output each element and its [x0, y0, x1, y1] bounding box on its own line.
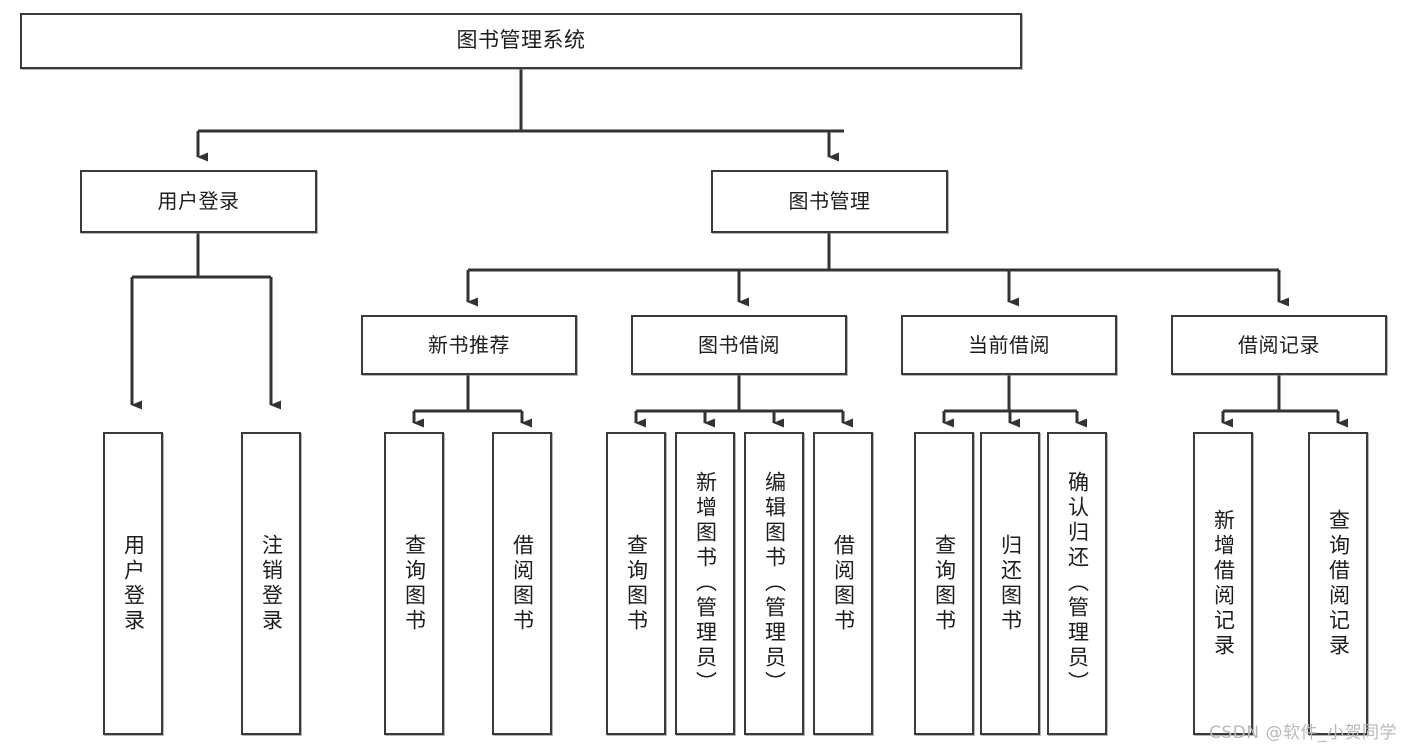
node-label: 查询图书 [932, 533, 957, 634]
leaf-book-borrow-borrow[interactable]: 借阅图书 [813, 432, 873, 735]
leaf-new-book-borrow[interactable]: 借阅图书 [492, 432, 552, 735]
node-label: 确认归还（管理员） [1065, 471, 1090, 696]
node-borrow-record[interactable]: 借阅记录 [1171, 315, 1387, 375]
leaf-current-borrow-confirm-admin[interactable]: 确认归还（管理员） [1047, 432, 1107, 735]
node-current-borrow[interactable]: 当前借阅 [901, 315, 1117, 375]
leaf-user-login-login[interactable]: 用户登录 [103, 432, 163, 735]
leaf-book-borrow-add-admin[interactable]: 新增图书（管理员） [675, 432, 735, 735]
leaf-current-borrow-query[interactable]: 查询图书 [914, 432, 974, 735]
node-label: 新增图书（管理员） [693, 471, 718, 696]
node-label: 借阅记录 [1238, 332, 1320, 357]
node-book-management[interactable]: 图书管理 [711, 170, 948, 233]
node-user-login[interactable]: 用户登录 [80, 170, 317, 233]
leaf-user-login-logout[interactable]: 注销登录 [241, 432, 301, 735]
leaf-current-borrow-return[interactable]: 归还图书 [980, 432, 1040, 735]
node-label: 注销登录 [259, 533, 284, 634]
leaf-borrow-record-query[interactable]: 查询借阅记录 [1308, 432, 1368, 735]
node-label: 新书推荐 [428, 332, 510, 357]
node-label: 查询图书 [624, 533, 649, 634]
node-label: 图书借阅 [698, 332, 780, 357]
node-label: 借阅图书 [831, 533, 856, 634]
node-label: 查询借阅记录 [1326, 508, 1351, 659]
node-label: 新增借阅记录 [1211, 508, 1236, 659]
node-book-borrow[interactable]: 图书借阅 [631, 315, 847, 375]
node-label: 借阅图书 [510, 533, 535, 634]
node-label: 用户登录 [157, 189, 240, 214]
node-label: 图书管理系统 [456, 28, 586, 53]
leaf-book-borrow-query[interactable]: 查询图书 [606, 432, 666, 735]
leaf-book-borrow-edit-admin[interactable]: 编辑图书（管理员） [744, 432, 804, 735]
node-label: 图书管理 [788, 189, 871, 214]
leaf-new-book-query[interactable]: 查询图书 [384, 432, 444, 735]
node-label: 查询图书 [402, 533, 427, 634]
node-label: 用户登录 [121, 533, 146, 634]
leaf-borrow-record-add[interactable]: 新增借阅记录 [1193, 432, 1253, 735]
node-new-book-recommend[interactable]: 新书推荐 [361, 315, 577, 375]
node-label: 归还图书 [998, 533, 1023, 634]
node-label: 编辑图书（管理员） [762, 471, 787, 696]
node-root-library-management-system[interactable]: 图书管理系统 [20, 13, 1022, 69]
node-label: 当前借阅 [968, 332, 1050, 357]
